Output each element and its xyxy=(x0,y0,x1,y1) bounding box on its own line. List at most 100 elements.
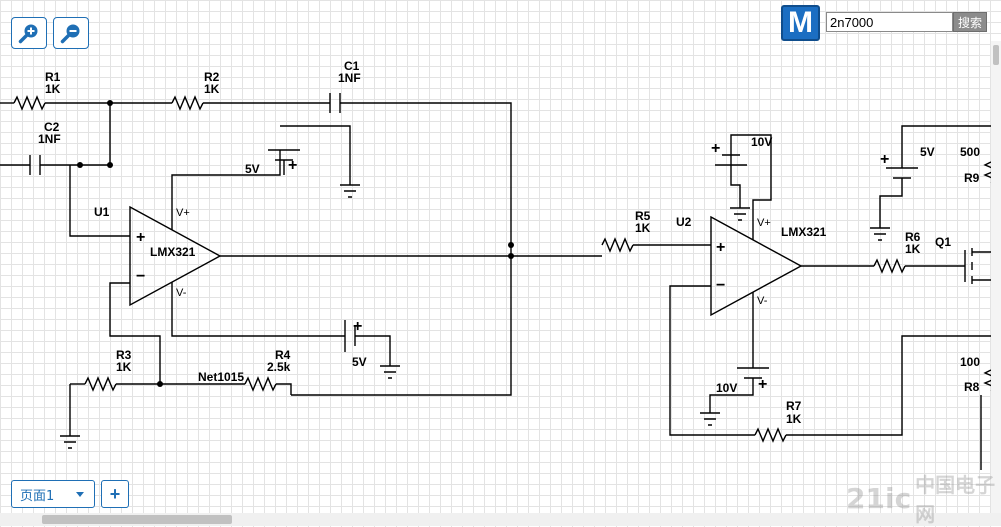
label-c1-ref: C1 xyxy=(344,59,360,73)
horizontal-scrollbar[interactable] xyxy=(0,513,1001,526)
wire-r7-right xyxy=(786,335,991,436)
wire-u2-vplus xyxy=(730,134,772,240)
label-q1-ref: Q1 xyxy=(935,235,951,249)
capacitor-c2[interactable] xyxy=(29,155,41,175)
label-r7-val: 1K xyxy=(786,412,802,426)
label-u2-plus: + xyxy=(716,239,725,256)
label-r3-ref: R3 xyxy=(116,348,132,362)
zoom-out-button[interactable] xyxy=(53,17,89,49)
wire-right-top xyxy=(901,125,991,168)
label-r7-ref: R7 xyxy=(786,399,802,413)
label-r5-val: 1K xyxy=(635,221,651,235)
junction-5 xyxy=(508,253,514,259)
wire-right-bat xyxy=(879,178,903,228)
label-c2-val: 1NF xyxy=(38,132,61,146)
junction-6 xyxy=(157,381,163,387)
label-r2-ref: R2 xyxy=(204,70,220,84)
label-bat-u2-top-val: 10V xyxy=(751,135,772,149)
resistor-r1[interactable] xyxy=(13,95,46,111)
search-input[interactable] xyxy=(826,12,953,32)
mosfet-q1[interactable] xyxy=(964,248,991,284)
junction-3 xyxy=(107,162,113,168)
capacitor-c1[interactable] xyxy=(329,93,341,113)
label-r6-ref: R6 xyxy=(905,230,921,244)
chevron-down-icon xyxy=(76,492,84,497)
add-page-button[interactable]: + xyxy=(101,480,129,508)
label-u1-ref: U1 xyxy=(94,205,110,219)
label-r5-ref: R5 xyxy=(635,209,651,223)
resistor-r2[interactable] xyxy=(171,95,204,111)
junction-4 xyxy=(508,242,514,248)
label-r8-val: 100 xyxy=(960,355,980,369)
vertical-scroll-thumb[interactable] xyxy=(993,45,999,65)
label-bat-u2-top-plus: + xyxy=(711,140,720,157)
label-c1-val: 1NF xyxy=(338,71,361,85)
label-r9-val: 500 xyxy=(960,145,980,159)
wire-u2-bat-bottom xyxy=(709,378,754,413)
zoom-in-button[interactable] xyxy=(11,17,47,49)
schematic-canvas[interactable]: R1 1K R2 1K C1 1NF C2 1NF U1 LMX321 V+ V… xyxy=(0,0,1001,513)
label-r1-ref: R1 xyxy=(45,70,61,84)
resistor-r3[interactable] xyxy=(84,376,117,392)
label-bat-top-val: 5V xyxy=(245,162,260,176)
label-c2-ref: C2 xyxy=(44,120,60,134)
page-select-label: 页面1 xyxy=(20,488,55,504)
label-bat-bot-plus: + xyxy=(353,318,362,335)
ground-4 xyxy=(730,207,750,221)
page-select[interactable]: 页面1 xyxy=(11,480,95,508)
label-u2-part: LMX321 xyxy=(781,225,827,239)
wire-bat-top xyxy=(280,125,351,185)
wire-u2-bat xyxy=(730,165,741,208)
resistor-r6[interactable] xyxy=(873,258,906,274)
ground-5 xyxy=(700,412,720,426)
opamp-u2[interactable] xyxy=(710,215,803,317)
label-u1-minus: − xyxy=(136,268,145,285)
opamp-u1[interactable] xyxy=(129,205,222,307)
label-r6-val: 1K xyxy=(905,242,921,256)
ground-2 xyxy=(380,365,400,379)
label-bat-top-plus: + xyxy=(288,157,297,174)
resistor-r5[interactable] xyxy=(601,237,634,253)
label-bat-right-val: 5V xyxy=(920,145,935,159)
ground-6 xyxy=(870,227,890,241)
junction-2 xyxy=(77,162,83,168)
label-u1-vminus: V- xyxy=(176,287,187,299)
ground-3 xyxy=(60,435,80,449)
battery-right[interactable] xyxy=(886,167,918,179)
label-u2-vminus: V- xyxy=(757,295,768,307)
label-net: Net1015 xyxy=(198,370,244,384)
vertical-scrollbar[interactable] xyxy=(991,41,1001,513)
wire-u2-minus xyxy=(669,285,755,436)
search-button[interactable]: 搜索 xyxy=(953,12,987,32)
label-u1-vplus: V+ xyxy=(176,207,190,219)
label-r4-ref: R4 xyxy=(275,348,291,362)
wire-c1-right xyxy=(291,102,512,396)
junction-1 xyxy=(107,100,113,106)
part-search: M 搜索 xyxy=(781,5,990,41)
label-u2-ref: U2 xyxy=(676,215,692,229)
wire-u1-vplus xyxy=(171,150,281,230)
wire-u1-vminus xyxy=(171,282,345,337)
label-u2-minus: − xyxy=(716,277,725,294)
label-r3-val: 1K xyxy=(116,360,132,374)
zoom-in-icon xyxy=(18,24,38,44)
resistor-r7[interactable] xyxy=(754,427,787,443)
label-r2-val: 1K xyxy=(204,82,220,96)
label-bat-right-plus: + xyxy=(880,151,889,168)
label-u2-vplus: V+ xyxy=(757,217,771,229)
wire-r4-right xyxy=(276,383,292,395)
label-r9-ref: R9 xyxy=(964,171,980,185)
label-r4-val: 2.5k xyxy=(267,360,291,374)
label-bat-bot-val: 5V xyxy=(352,355,367,369)
ground-1 xyxy=(340,184,360,198)
wire-u1-minus xyxy=(109,282,161,384)
label-u1-part: LMX321 xyxy=(150,245,196,259)
label-bat-u2-bot-val: 10V xyxy=(716,381,737,395)
horizontal-scroll-thumb[interactable] xyxy=(42,515,232,524)
label-bat-u2-bot-plus: + xyxy=(758,376,767,393)
resistor-r4[interactable] xyxy=(244,376,277,392)
wire-c2-right xyxy=(40,103,130,237)
wire-bat-bottom xyxy=(355,335,391,366)
label-u1-plus: + xyxy=(136,229,145,246)
label-r8-ref: R8 xyxy=(964,380,980,394)
